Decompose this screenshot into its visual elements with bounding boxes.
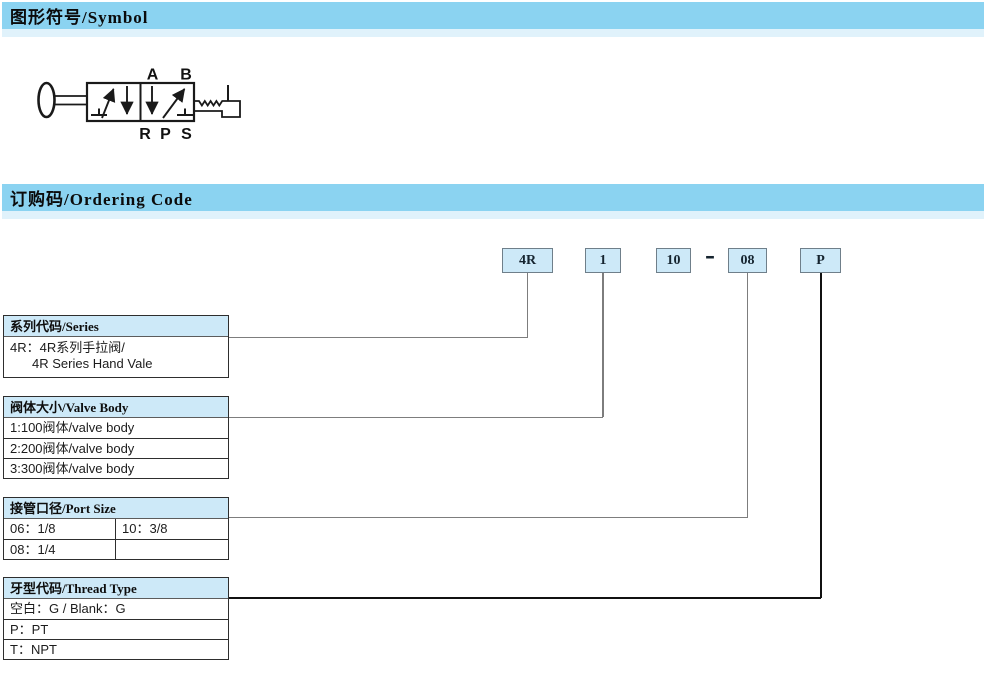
connector-valve-body-vertical (602, 273, 604, 417)
port-label-p: P (160, 126, 171, 143)
thread-type-row-blank: 空白：G / Blank：G (10, 601, 126, 616)
port-label-a: A (147, 67, 159, 84)
detent-ratchet (194, 99, 241, 118)
table-port-size: 接管口径/Port Size 06：1/8 10：3/8 08：1/4 (3, 497, 229, 560)
port-size-cell-06: 06：1/8 (4, 519, 116, 539)
section-header-symbol: 图形符号/Symbol (2, 2, 984, 29)
blocked-port-right-icon (177, 108, 193, 116)
connector-thread-type-horizontal (228, 596, 821, 599)
connector-valve-body-horizontal (228, 416, 603, 419)
port-size-row-2: 08：1/4 (4, 539, 228, 559)
code-box-series: 4R (502, 248, 553, 273)
connector-thread-type-vertical (819, 273, 822, 598)
hand-pull-knob (37, 81, 56, 119)
actuator-rod (54, 95, 87, 106)
banner-stripe-top (2, 29, 984, 37)
section-title-ordering-code: 订购码/Ordering Code (10, 190, 193, 209)
code-box-valve-body: 1 (585, 248, 621, 273)
flow-arrow-left-diagonal (101, 88, 116, 119)
thread-type-row-npt: T：NPT (4, 639, 228, 659)
connector-series-horizontal (228, 336, 528, 339)
code-box-port-size-a: 10 (656, 248, 691, 273)
table-series-header: 系列代码/Series (4, 316, 228, 337)
table-valve-body-header: 阀体大小/Valve Body (4, 397, 228, 418)
table-thread-type-header: 牙型代码/Thread Type (4, 578, 228, 599)
valve-symbol-diagram: A B R P S (37, 67, 241, 143)
thread-type-row-pt: P：PT (4, 619, 228, 639)
code-separator-dash: - (705, 238, 715, 271)
flow-arrow-right-diagonal (162, 88, 186, 119)
port-label-s: S (181, 126, 192, 143)
section-title-symbol: 图形符号/Symbol (10, 8, 149, 27)
table-valve-body: 阀体大小/Valve Body 1:100阀体/valve body 2:200… (3, 396, 229, 479)
port-label-r: R (139, 126, 151, 143)
code-box-thread-type: P (800, 248, 841, 273)
port-size-cell-10: 10：3/8 (122, 521, 168, 536)
port-size-cell-empty (116, 540, 228, 559)
table-thread-type: 牙型代码/Thread Type 空白：G / Blank：G P：PT T：N… (3, 577, 229, 660)
table-series: 系列代码/Series 4R：4R系列手拉阀/ 4R Series Hand V… (3, 315, 229, 378)
connector-series-vertical (526, 273, 529, 337)
series-row-line2: 4R Series Hand Vale (32, 356, 153, 371)
connector-port-size-vertical (746, 273, 749, 517)
port-size-row-1: 06：1/8 10：3/8 (4, 519, 228, 539)
code-box-port-size-b: 08 (728, 248, 767, 273)
blocked-port-left-icon (91, 108, 107, 116)
connector-port-size-horizontal (228, 516, 748, 519)
series-row-line1: 4R：4R系列手拉阀/ (10, 340, 125, 355)
table-port-size-header: 接管口径/Port Size (4, 498, 228, 519)
banner-stripe-bottom (2, 211, 984, 219)
table-series-row: 4R：4R系列手拉阀/ 4R Series Hand Vale (4, 337, 228, 377)
valve-body-row-2: 2:200阀体/valve body (4, 438, 228, 458)
port-label-b: B (180, 67, 192, 84)
valve-body-row-3: 3:300阀体/valve body (4, 458, 228, 478)
section-header-ordering-code: 订购码/Ordering Code (2, 184, 984, 211)
valve-body-row-1: 1:100阀体/valve body (10, 420, 135, 435)
port-size-cell-08: 08：1/4 (4, 540, 116, 559)
